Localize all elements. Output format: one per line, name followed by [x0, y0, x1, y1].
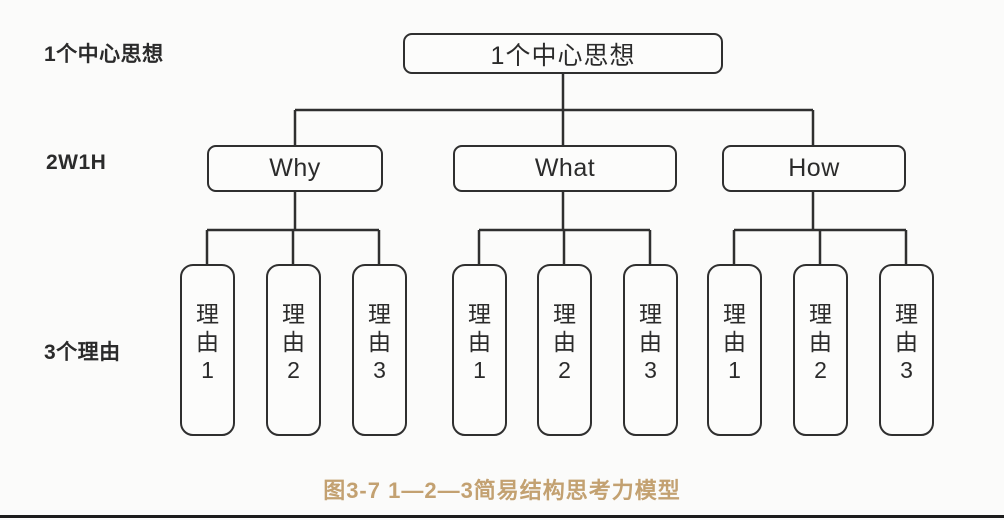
node-leaf-what-3[interactable]: 理由3 [623, 264, 678, 436]
node-leaf-why-3[interactable]: 理由3 [352, 264, 407, 436]
node-leaf-how-1[interactable]: 理由1 [707, 264, 762, 436]
figure-caption: 图3-7 1—2—3简易结构思考力模型 [323, 478, 681, 503]
node-leaf-what-1-label: 理由1 [468, 301, 491, 384]
row-label-three-reasons: 3个理由 [44, 341, 121, 364]
node-branch-how[interactable]: How [722, 145, 906, 192]
node-leaf-why-1-label: 理由1 [196, 301, 219, 384]
node-branch-how-label: How [788, 154, 840, 182]
node-leaf-how-3[interactable]: 理由3 [879, 264, 934, 436]
node-root-label: 1个中心思想 [490, 41, 636, 70]
node-leaf-why-3-label: 理由3 [368, 301, 391, 384]
row-label-2w1h: 2W1H [46, 151, 107, 174]
node-leaf-how-3-label: 理由3 [895, 301, 918, 384]
node-branch-what-label: What [534, 154, 596, 182]
node-leaf-why-1[interactable]: 理由1 [180, 264, 235, 436]
node-branch-why[interactable]: Why [207, 145, 383, 192]
node-leaf-what-3-label: 理由3 [639, 301, 662, 384]
node-leaf-why-2-label: 理由2 [282, 301, 305, 384]
node-leaf-how-1-label: 理由1 [723, 301, 746, 384]
node-leaf-how-2-label: 理由2 [809, 301, 832, 384]
node-root-center-idea[interactable]: 1个中心思想 [403, 33, 723, 74]
node-branch-what[interactable]: What [453, 145, 677, 192]
node-leaf-how-2[interactable]: 理由2 [793, 264, 848, 436]
row-label-center-idea: 1个中心思想 [44, 43, 164, 66]
node-leaf-what-1[interactable]: 理由1 [452, 264, 507, 436]
node-leaf-what-2[interactable]: 理由2 [537, 264, 592, 436]
node-leaf-why-2[interactable]: 理由2 [266, 264, 321, 436]
node-leaf-what-2-label: 理由2 [553, 301, 576, 384]
page-bottom-rule [0, 515, 1004, 518]
node-branch-why-label: Why [269, 154, 321, 182]
